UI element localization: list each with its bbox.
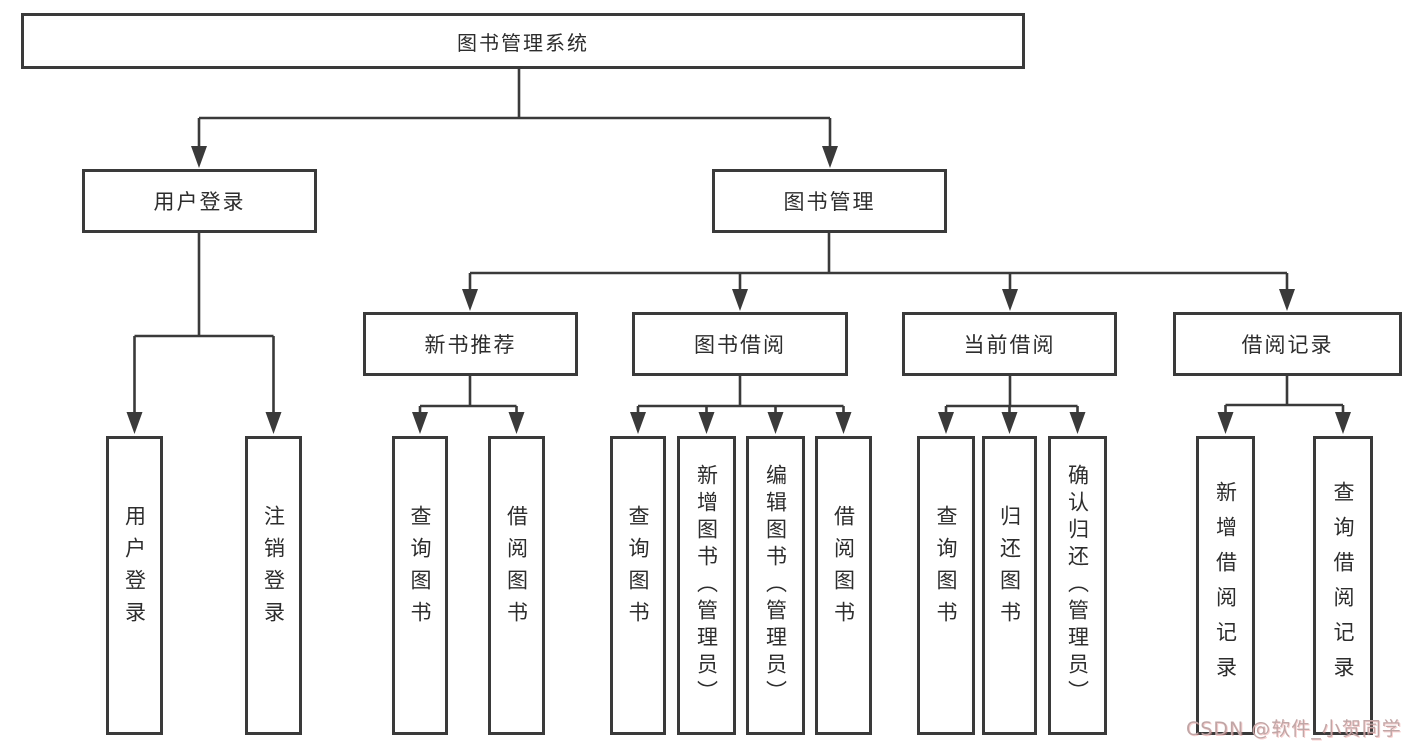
leaf-logout: 注销登录 [245,436,302,735]
leaf-edit-book-admin: 编辑图书（管理员） [746,436,805,735]
branch-root [197,69,832,158]
node-new-book-recommend: 新书推荐 [363,312,578,376]
node-current-borrow: 当前借阅 [902,312,1117,376]
branch-borrow-records [1224,376,1345,424]
node-library-system: 图书管理系统 [21,13,1025,69]
leaf-return-book: 归还图书 [982,436,1037,735]
branch-book-management [468,233,1289,301]
leaf-add-book-admin: 新增图书（管理员） [677,436,736,735]
node-book-borrow: 图书借阅 [632,312,848,376]
csdn-watermark: CSDN @软件_小贺同学 [1186,718,1402,740]
node-book-management: 图书管理 [712,169,947,233]
leaf-borrow-books-recommend: 借阅图书 [488,436,545,735]
leaf-query-borrow-record: 查询借阅记录 [1313,436,1373,735]
leaf-user-login: 用户登录 [106,436,163,735]
leaf-confirm-return-admin: 确认归还（管理员） [1048,436,1107,735]
leaf-query-books-current: 查询图书 [917,436,975,735]
node-borrow-records: 借阅记录 [1173,312,1402,376]
node-user-login: 用户登录 [82,169,317,233]
arrowheads [126,146,1351,434]
branch-user-login [133,233,275,424]
leaf-borrow-books: 借阅图书 [815,436,872,735]
leaf-query-books-recommend: 查询图书 [392,436,448,735]
branch-book-borrow [636,376,845,424]
branch-new-book-recommend [418,376,518,424]
leaf-query-books-borrow: 查询图书 [610,436,666,735]
leaf-add-borrow-record: 新增借阅记录 [1196,436,1255,735]
